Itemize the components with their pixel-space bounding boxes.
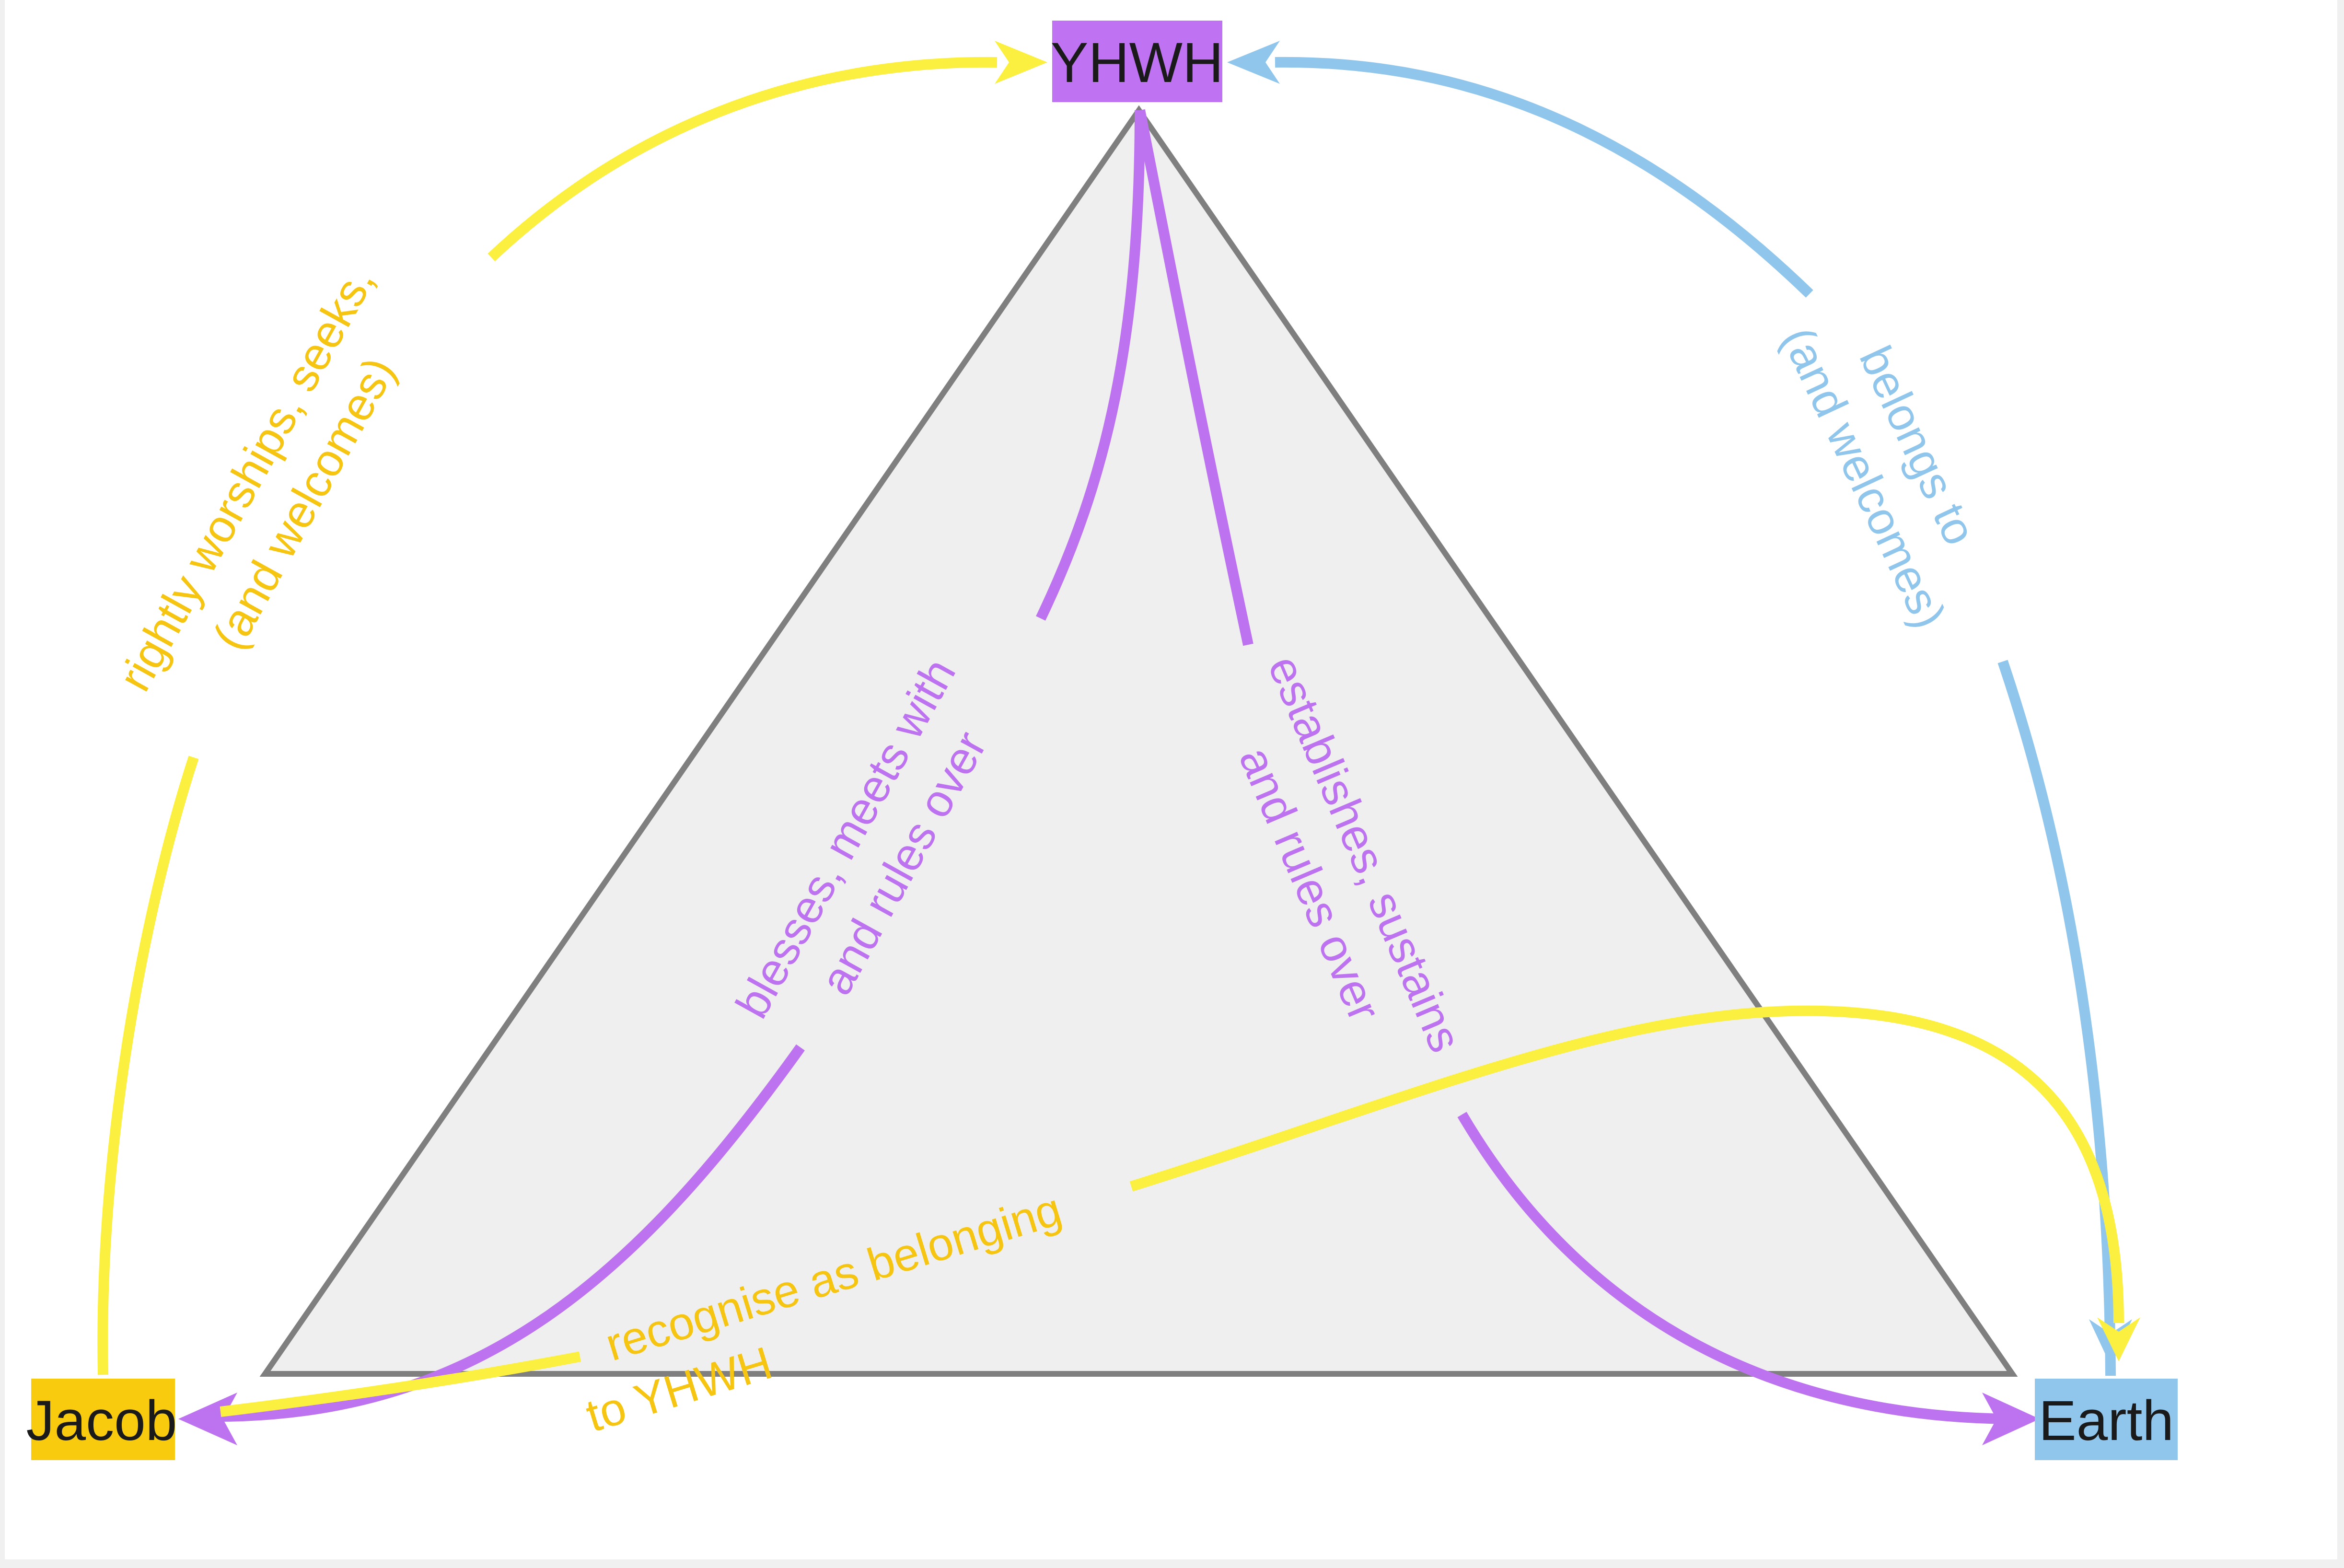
edge-yhwh-to-earth-line-lower xyxy=(1457,1112,2009,1424)
node-yhwh[interactable]: YHWH xyxy=(1051,21,1224,102)
edge-earth-to-yhwh-line-upper xyxy=(1275,57,1813,298)
node-jacob-box xyxy=(31,1379,175,1460)
edge-jacob-to-yhwh-line xyxy=(97,755,199,1375)
edge-jacob-to-earth-line-right xyxy=(1129,1005,2124,1324)
edge-jacob-to-yhwh-arrowhead xyxy=(995,41,1047,84)
edge-yhwh-to-jacob-arrowhead xyxy=(178,1393,237,1445)
edge-jacob-to-yhwh xyxy=(97,41,1047,1375)
node-earth[interactable]: Earth xyxy=(2035,1379,2178,1460)
node-earth-box xyxy=(2035,1379,2178,1460)
node-earth-label: Earth xyxy=(2039,1389,2174,1452)
edge-jacob-to-earth xyxy=(220,1005,2140,1417)
edge-yhwh-to-jacob xyxy=(178,110,1145,1445)
edge-earth-to-yhwh xyxy=(1227,41,2132,1376)
edge-yhwh-to-jacob-line-lower xyxy=(215,1044,805,1422)
edge-earth-to-yhwh-line xyxy=(1997,660,2116,1376)
edge-yhwh-to-earth-line-upper xyxy=(1135,109,1253,646)
edge-jacob-to-earth-arrowhead xyxy=(2097,1317,2140,1361)
central-triangle xyxy=(259,105,2018,1377)
node-yhwh-label: YHWH xyxy=(1051,31,1224,94)
node-yhwh-box xyxy=(1052,21,1222,102)
edge-yhwh-to-jacob-line-upper xyxy=(1036,110,1145,621)
node-jacob[interactable]: Jacob xyxy=(26,1379,177,1460)
edge-jacob-to-earth-line-left xyxy=(220,1351,581,1417)
edge-earth-to-yhwh-arrowhead xyxy=(1227,41,1280,84)
node-jacob-label: Jacob xyxy=(26,1389,177,1452)
edge-yhwh-to-earth xyxy=(1135,109,2040,1445)
edge-jacob-to-yhwh-line-upper xyxy=(487,57,998,262)
edge-yhwh-to-earth-arrowhead xyxy=(1982,1393,2040,1445)
